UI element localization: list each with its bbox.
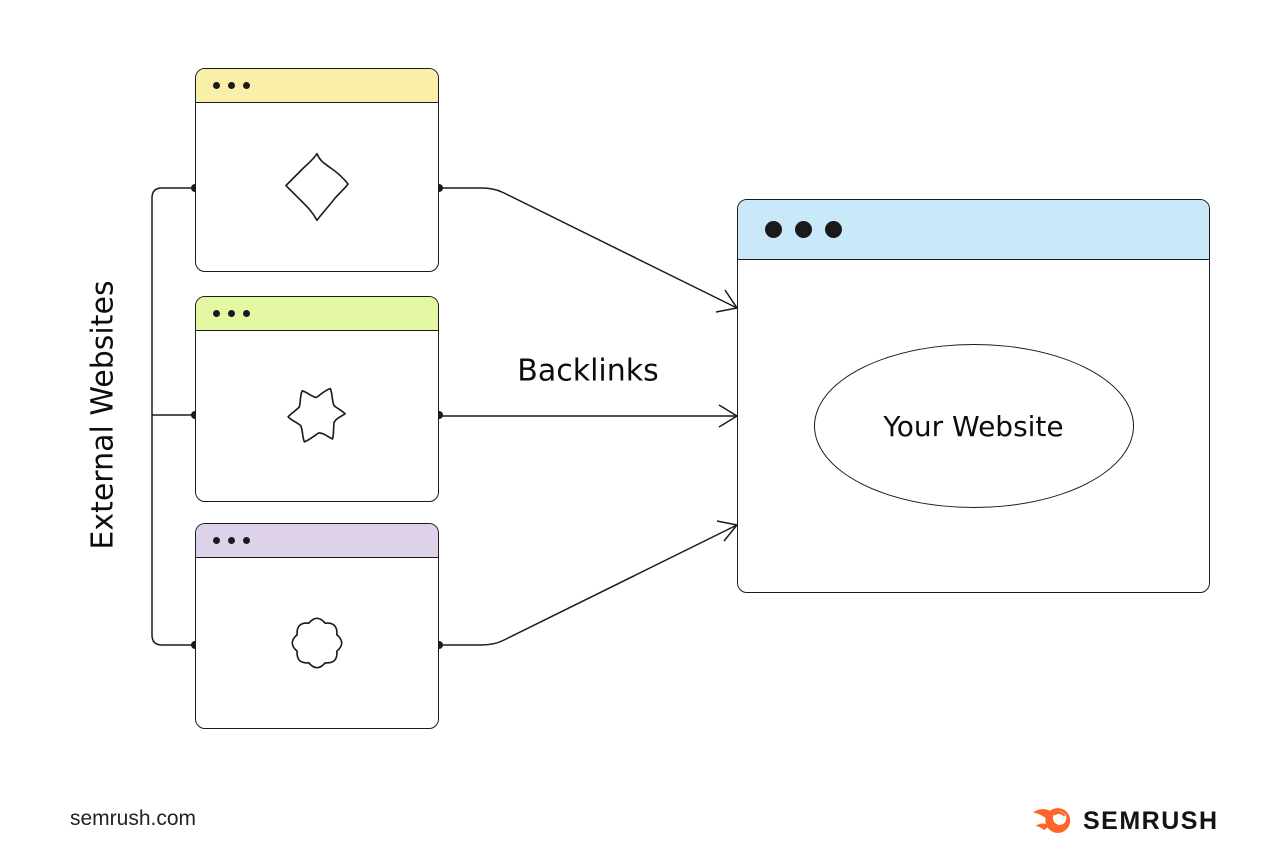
window-dot-icon bbox=[228, 82, 235, 89]
window-title-bar bbox=[196, 524, 438, 558]
your-website-ellipse: Your Website bbox=[813, 344, 1134, 508]
flower-blob-icon bbox=[291, 617, 343, 669]
source-url: semrush.com bbox=[70, 807, 197, 830]
window-body bbox=[196, 103, 438, 271]
external-website-window-1 bbox=[195, 68, 439, 272]
semrush-logo: SEMRUSH bbox=[1032, 801, 1219, 841]
window-dot-icon bbox=[243, 310, 250, 317]
window-title-bar bbox=[738, 200, 1209, 260]
window-dot-icon bbox=[243, 537, 250, 544]
semrush-wordmark: SEMRUSH bbox=[1083, 806, 1219, 835]
arrow-middle-head bbox=[718, 404, 739, 428]
window-dot-icon bbox=[228, 310, 235, 317]
window-dot-icon bbox=[213, 310, 220, 317]
window-dot-icon bbox=[243, 82, 250, 89]
star-blob-icon bbox=[287, 387, 346, 443]
arrow-top-head bbox=[715, 289, 739, 313]
window-body bbox=[196, 558, 438, 728]
external-websites-label: External Websites bbox=[85, 280, 121, 550]
external-website-window-3 bbox=[195, 523, 439, 729]
your-website-window: Your Website bbox=[737, 199, 1210, 593]
arrow-top-line bbox=[439, 187, 738, 309]
window-dot-icon bbox=[765, 221, 782, 238]
arrow-bottom-line bbox=[439, 524, 738, 646]
semrush-ball-icon bbox=[1032, 808, 1071, 833]
arrow-bottom-head bbox=[716, 520, 739, 542]
window-dot-icon bbox=[795, 221, 812, 238]
window-dot-icon bbox=[213, 82, 220, 89]
window-body bbox=[196, 331, 438, 501]
window-title-bar bbox=[196, 297, 438, 331]
diamond-blob-icon bbox=[285, 152, 349, 222]
your-website-label: Your Website bbox=[883, 409, 1064, 443]
bracket-line bbox=[151, 187, 195, 646]
window-body: Your Website bbox=[738, 260, 1209, 592]
backlinks-label: Backlinks bbox=[517, 353, 659, 389]
external-website-window-2 bbox=[195, 296, 439, 502]
window-title-bar bbox=[196, 69, 438, 103]
window-dot-icon bbox=[825, 221, 842, 238]
window-dot-icon bbox=[213, 537, 220, 544]
window-dot-icon bbox=[228, 537, 235, 544]
